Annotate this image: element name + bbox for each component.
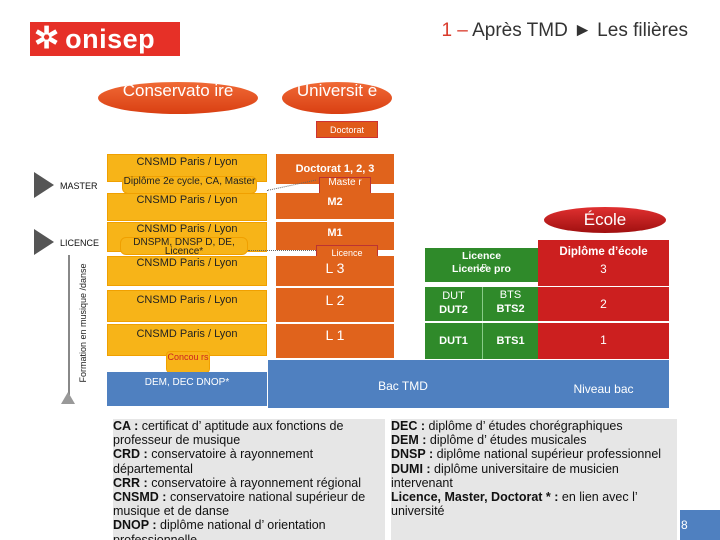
master-label: MASTER (60, 181, 98, 191)
legend-right: DEC : diplôme d’ études chorégraphiques … (391, 419, 677, 540)
conservatoire-header: Conservato ire (98, 82, 258, 114)
licence-arrow-icon (34, 229, 54, 255)
ecole-year-3: 3 (600, 264, 607, 276)
legend-item: DEC : diplôme d’ études chorégraphiques (391, 419, 623, 433)
cnsmd-l3-box: CNSMD Paris / Lyon (107, 256, 267, 286)
ecole-year-2: 2 (538, 287, 669, 321)
licence-label-green: Licence (461, 250, 502, 262)
legend-item: DNOP : diplôme national d’ orientation p… (113, 518, 326, 540)
page-title: 1 – Après TMD ► Les filières (441, 20, 688, 42)
licence-pro-label: Licence pro (452, 263, 511, 275)
universite-header: Universit é (282, 82, 392, 114)
licence-label: LICENCE (60, 238, 100, 248)
concours-box: Concou rs (166, 351, 210, 373)
bac-tmd-band: Bac TMD (268, 360, 538, 408)
bts-bts2-box: BTS BTS2 (482, 287, 538, 321)
cnsmd-m2-box: CNSMD Paris / Lyon (107, 193, 267, 221)
doctorat-tag: Doctorat (316, 121, 378, 138)
legend-item: DEM : diplôme d’ études musicales (391, 433, 587, 448)
dut-dut2-box: DUT DUT2 (425, 287, 482, 321)
legend-left: CA : certificat d’ aptitude aux fonction… (113, 419, 385, 540)
vertical-axis (68, 255, 70, 395)
l1-box: L 1 (276, 324, 394, 358)
l2-box: L 2 (276, 288, 394, 322)
dnspm-licence-box: DNSPM, DNSP D, DE, Licence* (120, 237, 248, 257)
dut2-label: DUT2 (439, 304, 468, 316)
legend-item: DUMI : diplôme universitaire de musicien… (391, 461, 619, 490)
m2-box: M2 (276, 193, 394, 219)
title-main: Après TMD ► Les filières (472, 20, 688, 41)
cnsmd-l1-box: CNSMD Paris / Lyon (107, 324, 267, 356)
doctorat-box: Doctorat 1, 2, 3 (276, 154, 394, 184)
legend-item: DNSP : diplôme national supérieur profes… (391, 447, 662, 462)
bts2-label: BTS2 (496, 303, 525, 315)
connector-line (248, 250, 316, 251)
bts-label: BTS (499, 289, 522, 301)
page-number-corner (680, 510, 720, 540)
dem-dec-box: DEM, DEC DNOP* (107, 372, 267, 406)
diplome-ecole-box: Diplôme d’école 3 (538, 240, 669, 286)
legend-item: CRD : conservatoire à rayonnement départ… (113, 447, 314, 476)
diplome-master-box: Diplôme 2e cycle, CA, Master (122, 176, 257, 194)
cnsmd-l2-box: CNSMD Paris / Lyon (107, 290, 267, 322)
legend-item: Licence, Master, Doctorat * : en lien av… (391, 490, 638, 519)
bts1-box: BTS1 (482, 323, 538, 359)
legend-item: CA : certificat d’ aptitude aux fonction… (113, 419, 344, 448)
axis-arrow-icon (61, 392, 75, 404)
onisep-logo: ✲ onisep (30, 22, 180, 56)
lp-overlay: LP (477, 263, 487, 272)
legend-item: CRR : conservatoire à rayonnement région… (113, 475, 362, 490)
niveau-bac-box: Niveau bac (538, 360, 669, 408)
page-number: 8 (681, 518, 688, 532)
licence-green-box: Licence Licence pro (425, 248, 538, 282)
dut-label: DUT (442, 290, 465, 302)
master-arrow-icon (34, 172, 54, 198)
l3-box: L 3 (276, 256, 394, 286)
vertical-axis-label: Formation en musique /danse (78, 263, 88, 383)
diplome-ecole-label: Diplôme d’école (559, 246, 648, 258)
title-prefix: 1 – (441, 20, 468, 41)
ecole-header: École (544, 207, 666, 233)
ecole-year-1: 1 (538, 323, 669, 359)
logo-text: onisep (65, 23, 156, 54)
legend-item: CNSMD : conservatoire national supérieur… (113, 490, 366, 519)
dut1-box: DUT1 (425, 323, 482, 359)
onisep-star-icon: ✲ (34, 22, 60, 55)
